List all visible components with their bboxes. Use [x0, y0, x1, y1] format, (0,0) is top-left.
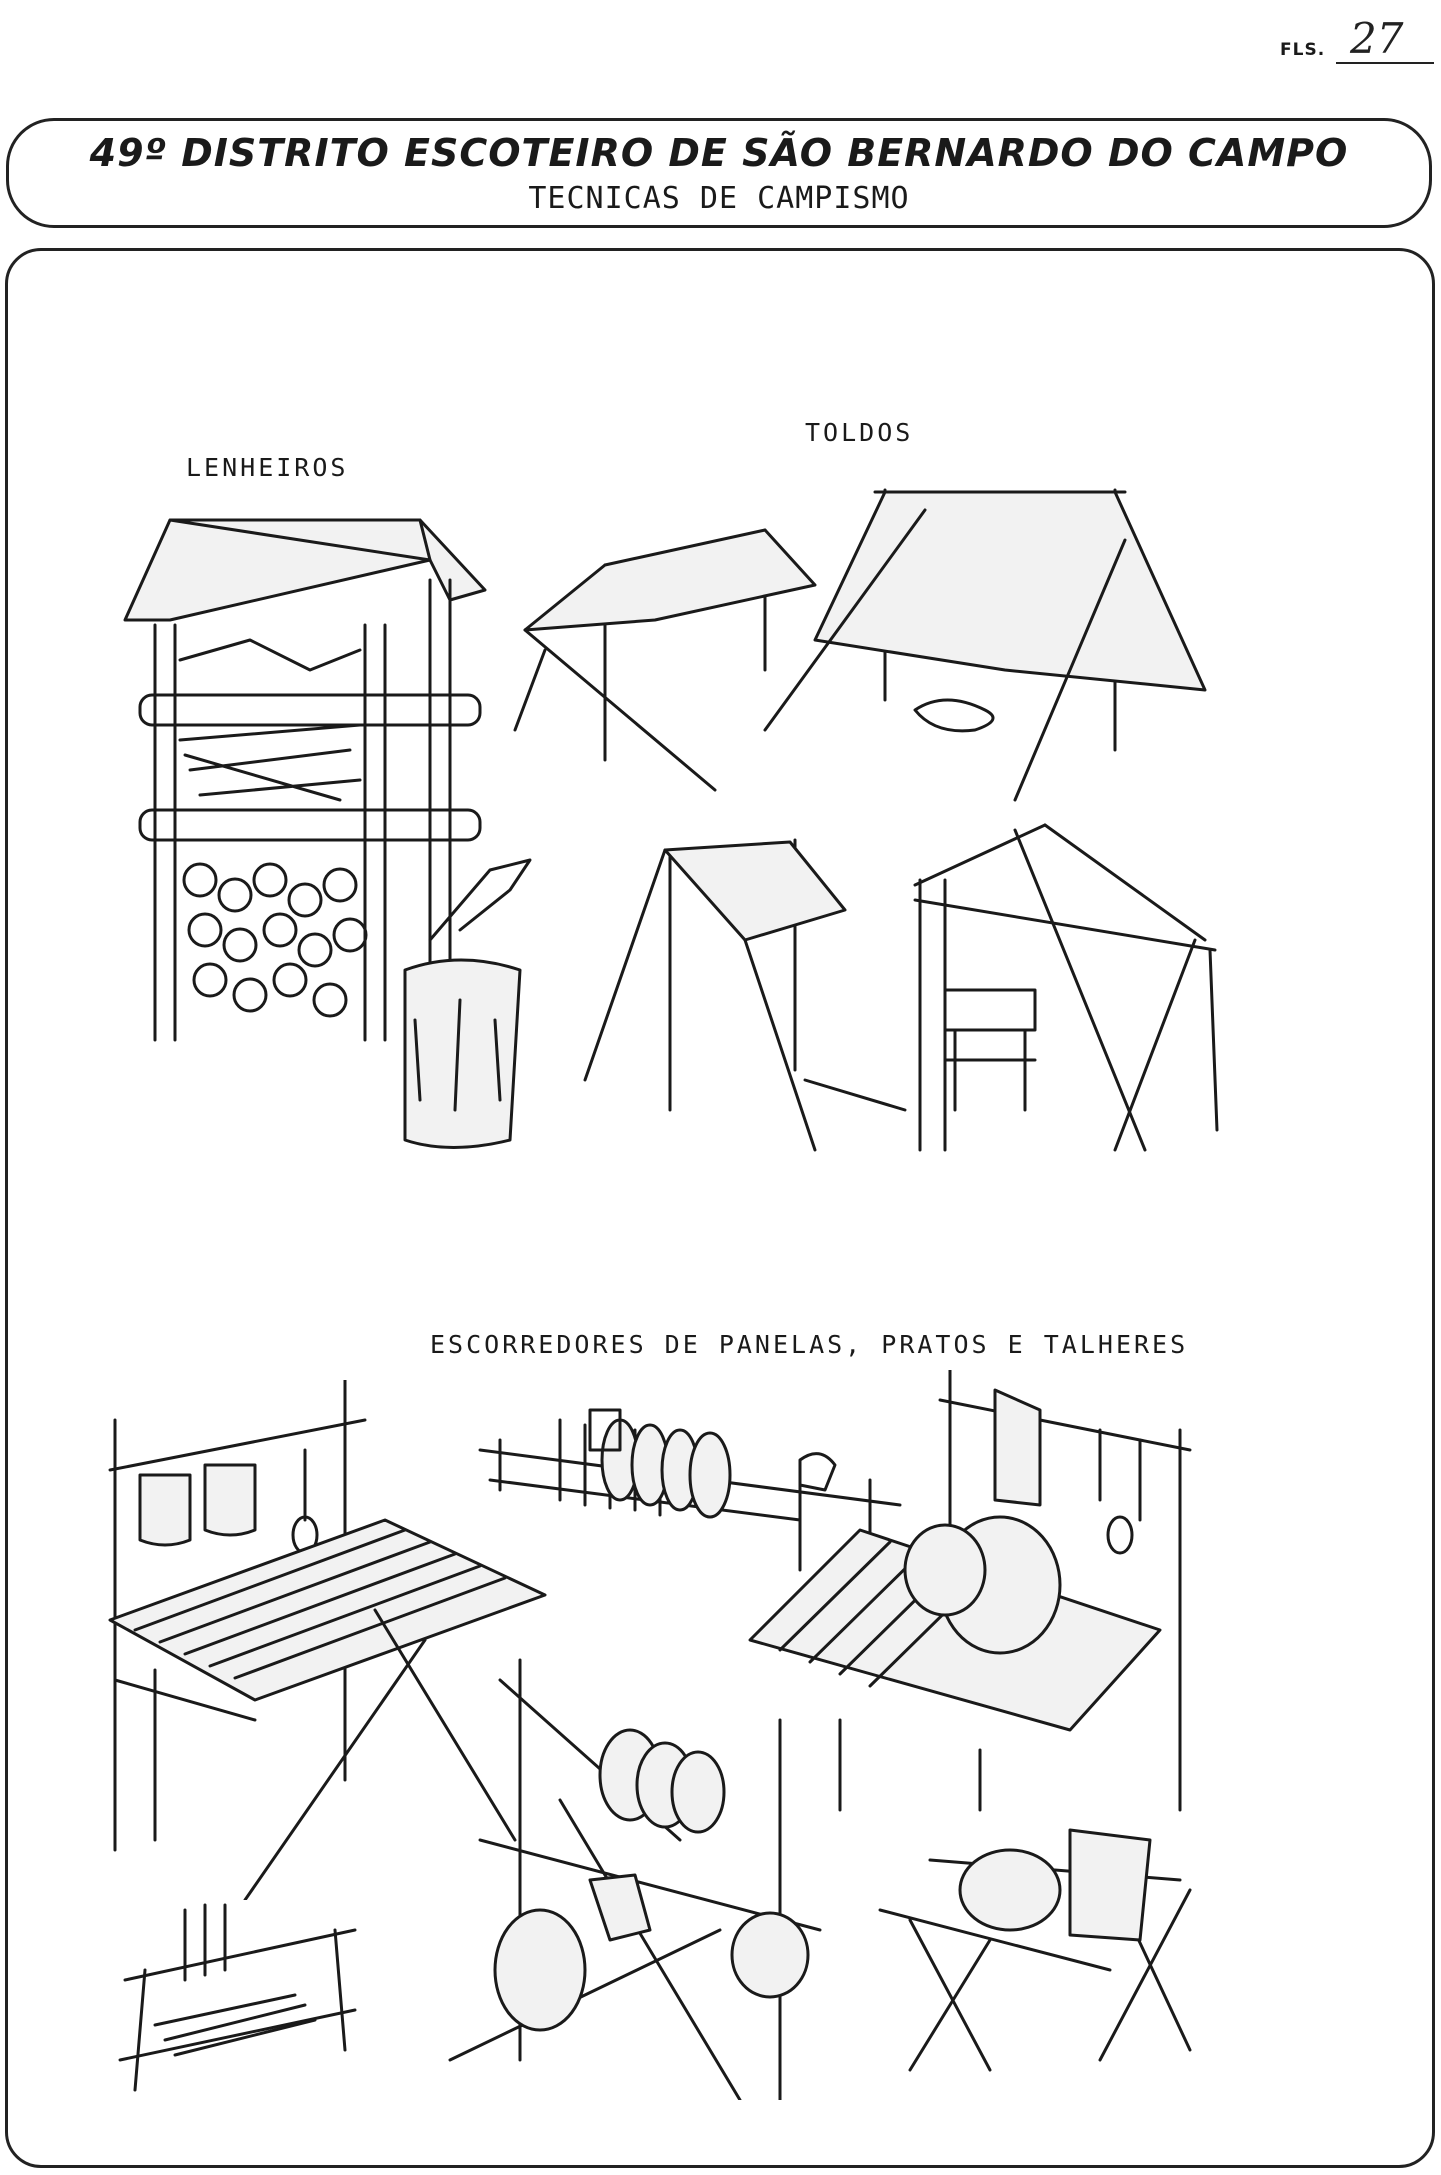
page-number-underline: [1336, 62, 1434, 64]
grill-rack-illustration: [118, 1903, 357, 2092]
tarps-illustration: [513, 488, 1219, 1152]
page-number-prefix: FLS.: [1280, 40, 1326, 60]
pot-drying-rack-illustration: [448, 1658, 822, 2100]
section-label-toldos: TOLDOS: [805, 418, 914, 447]
cauldron-stand-illustration: [878, 1828, 1192, 2072]
section-label-lenheiros: LENHEIROS: [186, 453, 349, 482]
content-frame: [5, 248, 1435, 2168]
page-number-value: 27: [1350, 14, 1404, 63]
page-number-stamp: FLS. 27: [1280, 14, 1440, 68]
dish-rack-table-illustration: [108, 1380, 547, 1900]
towel-rack-illustration: [748, 1370, 1192, 1812]
header-banner: 49º DISTRITO ESCOTEIRO DE SÃO BERNARDO D…: [6, 118, 1432, 228]
header-subtitle: TECNICAS DE CAMPISMO: [528, 181, 910, 216]
woodshed-illustration: [123, 518, 532, 1149]
section-label-escorredores: ESCORREDORES DE PANELAS, PRATOS E TALHER…: [430, 1330, 1189, 1359]
plate-rack-illustration: [478, 1408, 902, 1572]
header-title: 49º DISTRITO ESCOTEIRO DE SÃO BERNARDO D…: [89, 131, 1349, 175]
